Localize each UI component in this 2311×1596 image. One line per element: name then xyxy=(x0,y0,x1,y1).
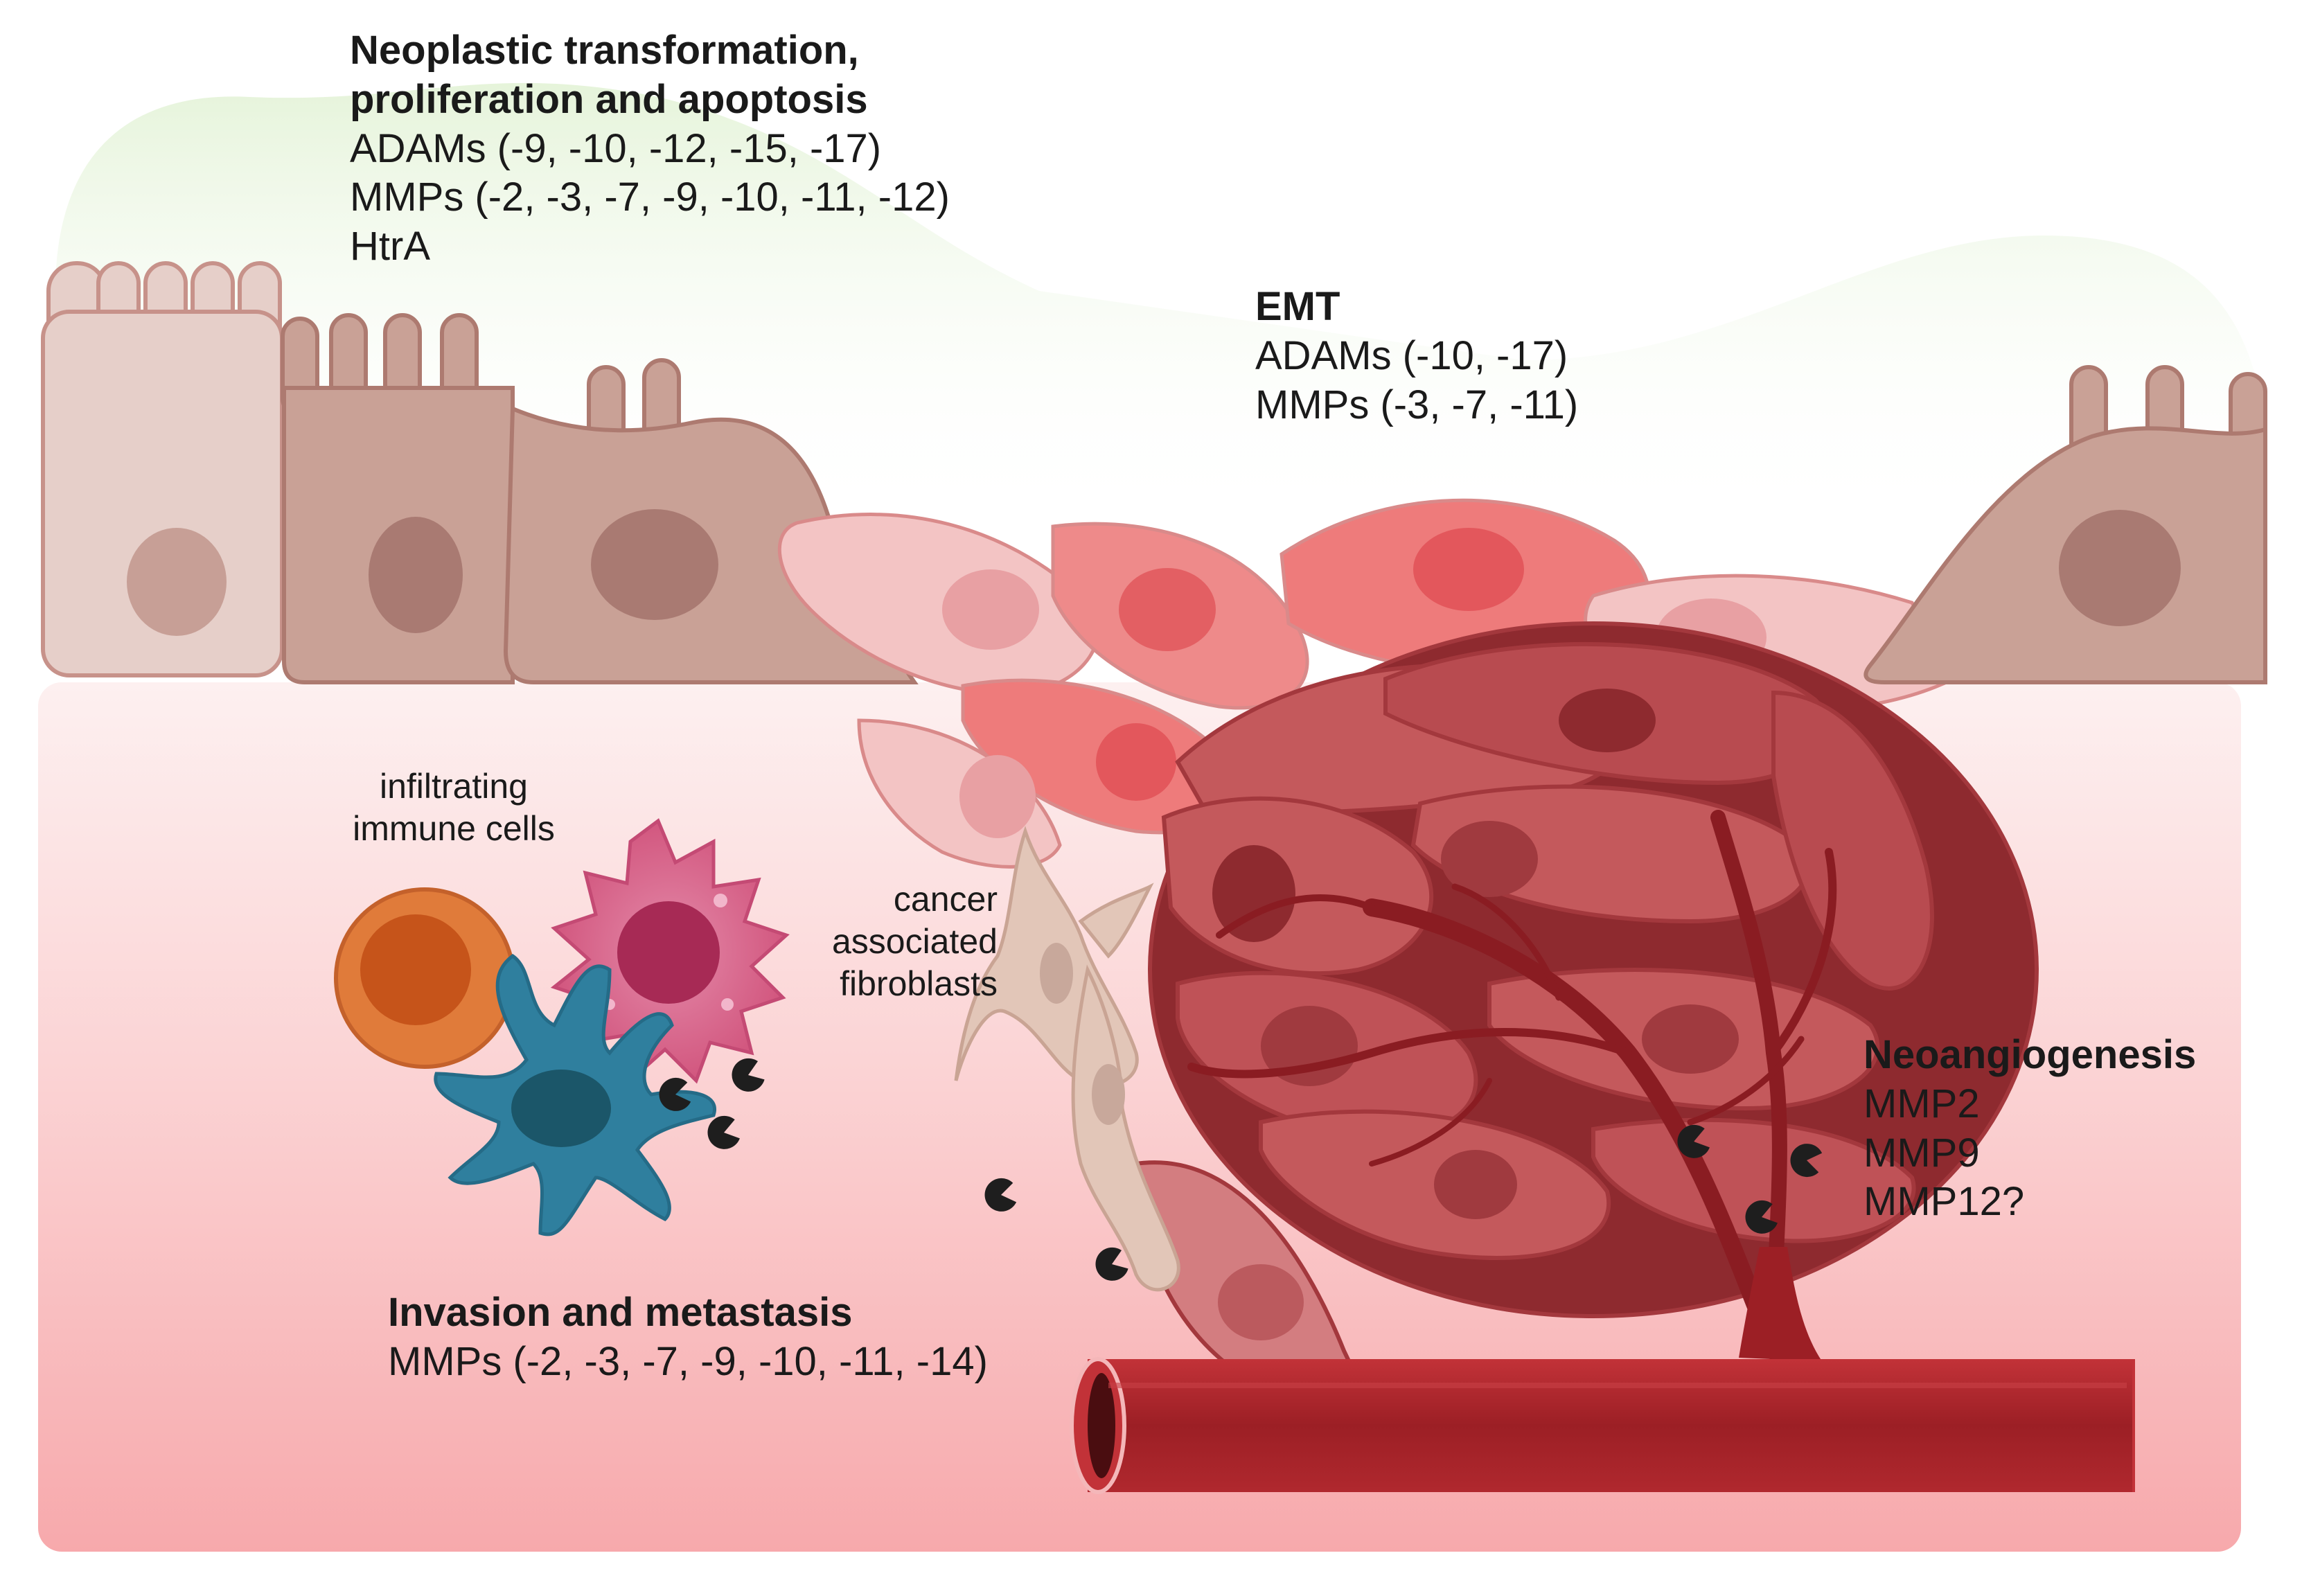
neoangiogenesis-item: MMP12? xyxy=(1863,1179,2025,1225)
invasion-label: Invasion and metastasis MMPs (-2, -3, -7… xyxy=(388,1288,988,1387)
immune-cell xyxy=(334,887,515,1069)
immune-label-line2: immune cells xyxy=(353,809,555,848)
emt-title: EMT xyxy=(1255,284,1340,329)
capillary-trunk xyxy=(1739,1247,1822,1361)
immune-cell xyxy=(550,818,790,1084)
blood-vessel xyxy=(1070,1357,2135,1494)
neoplastic-item: ADAMs (-9, -10, -12, -15, -17) xyxy=(350,125,882,171)
fibroblasts-label-line1: cancer xyxy=(893,880,998,919)
neoplastic-item: HtrA xyxy=(350,224,430,269)
fibroblasts-label-line3: fibroblasts xyxy=(840,964,998,1003)
emt-cells xyxy=(777,498,1956,869)
fibroblast-nucleus xyxy=(1092,1064,1125,1125)
fibroblast-nucleus xyxy=(1040,943,1073,1004)
immune-cell xyxy=(434,953,716,1236)
neoangiogenesis-label: Neoangiogenesis MMP2 MMP9 MMP12? xyxy=(1863,1031,2196,1227)
emt-label: EMT ADAMs (-10, -17) MMPs (-3, -7, -11) xyxy=(1255,283,1578,429)
neoplastic-title-line1: Neoplastic transformation, xyxy=(350,28,859,73)
neoplastic-item: MMPs (-2, -3, -7, -9, -10, -11, -12) xyxy=(350,175,950,220)
invasion-title: Invasion and metastasis xyxy=(388,1290,853,1335)
emt-item: ADAMs (-10, -17) xyxy=(1255,332,1568,378)
neoplastic-label: Neoplastic transformation, proliferation… xyxy=(350,26,950,272)
capillary-network xyxy=(1187,810,1837,1360)
immune-cells-label: infiltrating immune cells xyxy=(326,765,582,850)
emt-item: MMPs (-3, -7, -11) xyxy=(1255,382,1579,427)
neoangiogenesis-title: Neoangiogenesis xyxy=(1863,1032,2197,1077)
neoangiogenesis-item: MMP2 xyxy=(1863,1081,1980,1126)
normal-epithelium-left xyxy=(41,261,919,684)
fibroblasts-label: cancer associated fibroblasts xyxy=(762,878,998,1005)
neoplastic-title-line2: proliferation and apoptosis xyxy=(350,76,868,122)
fibroblasts-label-line2: associated xyxy=(831,922,998,961)
neoangiogenesis-item: MMP9 xyxy=(1863,1130,1980,1176)
nucleus-right xyxy=(2059,510,2181,626)
invasion-item: MMPs (-2, -3, -7, -9, -10, -11, -14) xyxy=(388,1338,988,1384)
immune-label-line1: infiltrating xyxy=(380,767,528,806)
